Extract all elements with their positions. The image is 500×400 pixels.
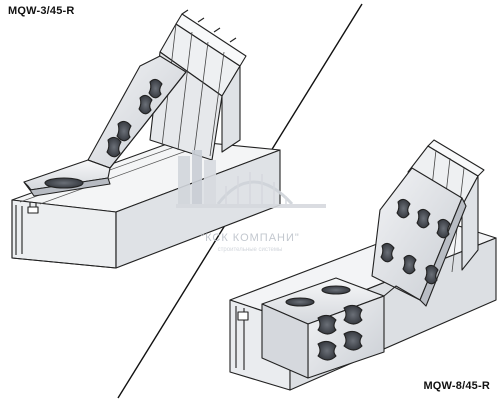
left-bracket [23, 55, 187, 197]
left-assembly [11, 9, 281, 269]
right-assembly [229, 139, 497, 391]
watermark-text: "КСК КОМПАНИ" [200, 232, 300, 244]
watermark-tagline: строительные системы [218, 247, 283, 253]
right-bracket-base [261, 277, 421, 379]
watermark-logo [176, 150, 326, 208]
left-base-channel [11, 139, 281, 269]
product-code-left: MQW-3/45-R [8, 5, 75, 17]
product-code-right: MQW-8/45-R [423, 380, 490, 392]
right-bracket-inclined [371, 167, 467, 307]
